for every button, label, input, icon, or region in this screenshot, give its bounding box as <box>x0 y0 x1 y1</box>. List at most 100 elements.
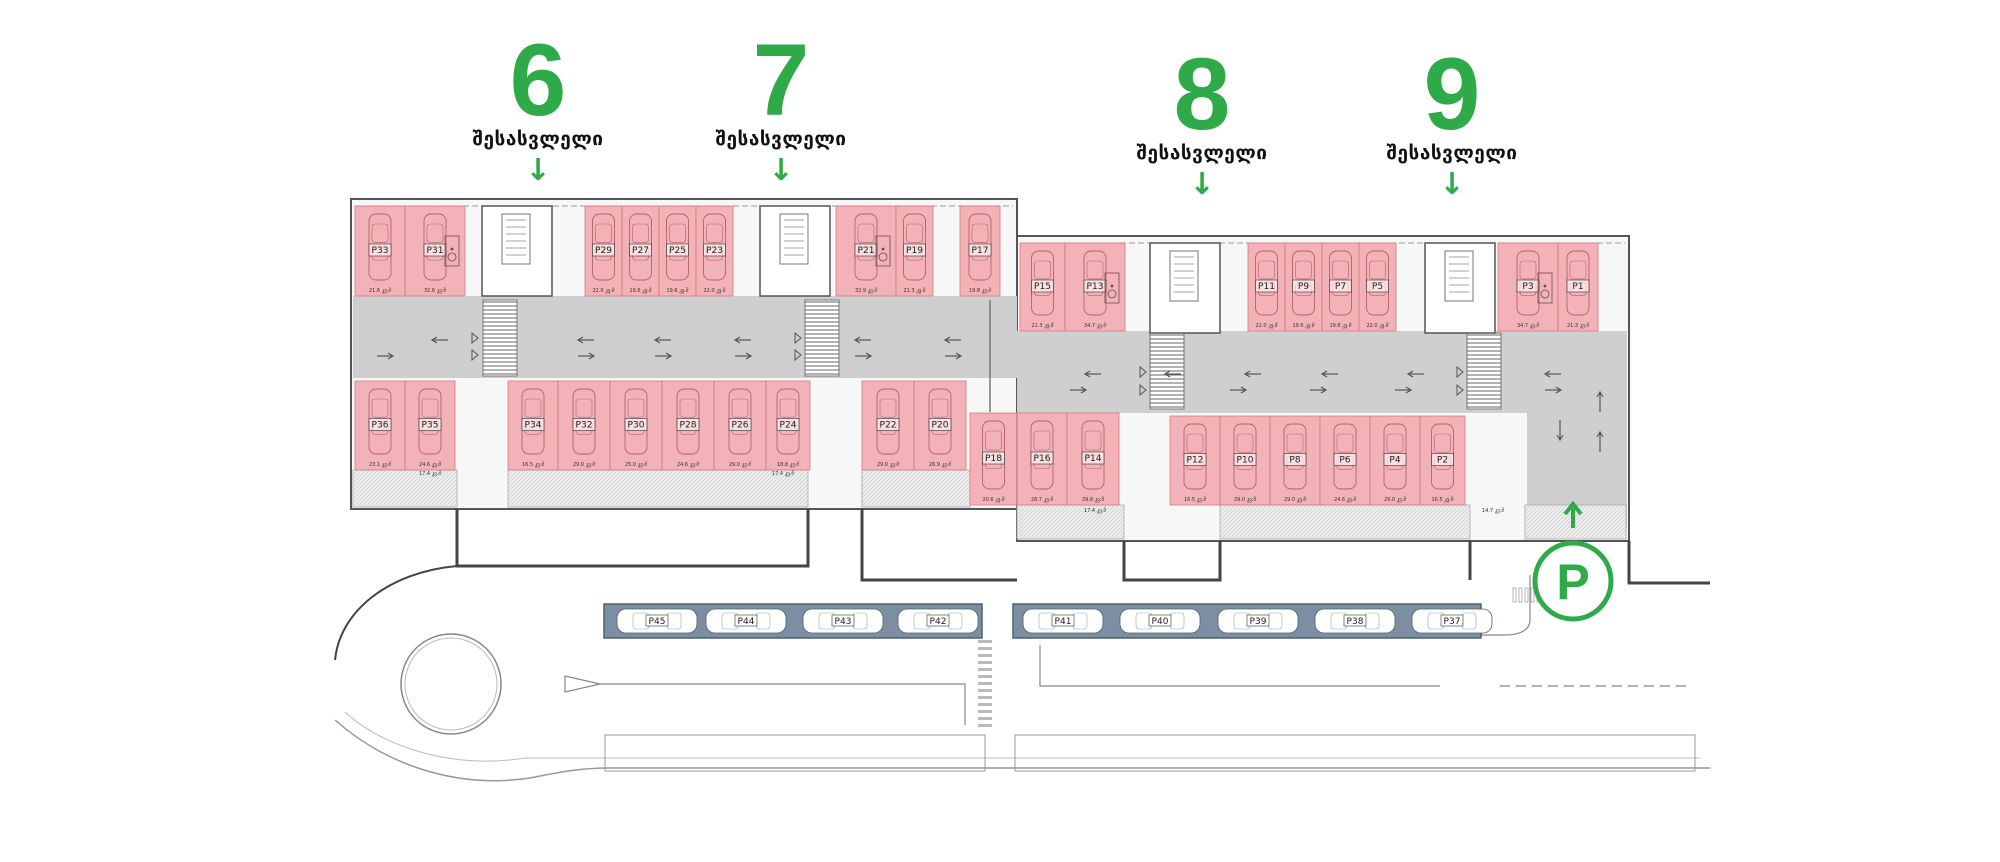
spot-label: P8 <box>1289 456 1300 466</box>
spot-label: P33 <box>372 246 389 256</box>
spot-label: P4 <box>1389 456 1400 466</box>
wheelchair-icon <box>1537 272 1553 304</box>
street-spot-label: P39 <box>1250 617 1267 627</box>
spot-area: 21.6 კვ.მ <box>369 287 391 294</box>
storage-strips <box>352 469 1627 540</box>
left-arrow-icon <box>1083 370 1101 378</box>
parking-spot-p4: P4 29.0 კვ.მ <box>1369 415 1421 506</box>
left-arrow-icon <box>430 336 448 344</box>
entrance-label: შესასვლელი <box>472 128 604 150</box>
spot-label: P35 <box>422 421 439 431</box>
parking-spot-p9: P9 19.6 კვ.მ <box>1284 242 1323 332</box>
right-arrow-icon <box>735 352 753 360</box>
left-arrow-icon <box>576 336 594 344</box>
up-arrow-icon <box>1596 430 1604 452</box>
triangle-marker-icon <box>471 331 479 345</box>
street-spot-p45: P45 <box>616 608 698 634</box>
spot-label: P6 <box>1339 456 1350 466</box>
spot-area: 34.7 კვ.მ <box>1517 322 1539 329</box>
storage-area-label: 17.4 კვ.მ <box>1084 507 1106 514</box>
spot-label: P9 <box>1298 282 1309 292</box>
entrance-label: შესასვლელი <box>715 128 847 150</box>
right-arrow-icon <box>1230 386 1248 394</box>
left-arrow-icon <box>853 336 871 344</box>
spot-area: 20.6 კვ.მ <box>982 496 1004 503</box>
street-spot-p43: P43 <box>802 608 884 634</box>
spot-area: 16.5 კვ.მ <box>1431 496 1453 503</box>
spot-label: P31 <box>427 246 444 256</box>
triangle-marker-icon <box>794 348 802 362</box>
parking-spot-p33: P33 21.6 კვ.მ <box>354 205 406 297</box>
stair-core <box>1149 242 1221 334</box>
triangle-marker-icon <box>794 331 802 345</box>
entrance-number: 8 <box>1173 37 1231 151</box>
driving-aisles <box>353 296 1627 528</box>
storage-area-label: 14.7 კვ.მ <box>1482 507 1504 514</box>
entrance-label: შესასვლელი <box>1136 142 1268 164</box>
spot-area: 16.5 კვ.მ <box>1184 496 1206 503</box>
spot-area: 22.0 კვ.მ <box>592 287 614 294</box>
spot-label: P22 <box>880 421 897 431</box>
spot-area: 19.8 კვ.მ <box>969 287 991 294</box>
storage-area-label: 17.4 კვ.მ <box>772 470 794 477</box>
spot-area: 22.0 კვ.მ <box>703 287 725 294</box>
spot-label: P17 <box>972 246 989 256</box>
spot-area: 19.6 კვ.მ <box>666 287 688 294</box>
spot-label: P27 <box>632 246 649 256</box>
spot-area: 29.0 კვ.მ <box>1384 496 1406 503</box>
right-arrow-icon <box>1070 386 1088 394</box>
street-spot-p42: P42 <box>897 608 979 634</box>
spot-label: P1 <box>1572 282 1583 292</box>
stair-ramp <box>1466 332 1502 410</box>
street-spot-label: P41 <box>1055 617 1072 627</box>
wheelchair-icon <box>875 235 891 267</box>
up-arrow-icon <box>1563 500 1583 528</box>
spot-area: 19.6 კვ.მ <box>629 287 651 294</box>
street-spot-label: P44 <box>738 617 755 627</box>
entrance-9: 9 შესასვლელი ↓ <box>1352 43 1552 200</box>
triangle-marker-icon <box>1139 383 1147 397</box>
street-spot-label: P43 <box>835 617 852 627</box>
entrance-8: 8 შესასვლელი ↓ <box>1102 37 1302 200</box>
street-spot-label: P40 <box>1152 617 1169 627</box>
parking-spot-p23: P23 22.0 კვ.მ <box>695 205 734 297</box>
parking-spot-p27: P27 19.6 კვ.მ <box>621 205 660 297</box>
spot-area: 24.6 კვ.მ <box>419 461 441 468</box>
street-spot-p39: P39 <box>1217 608 1299 634</box>
spot-area: 19.6 კვ.მ <box>1292 322 1314 329</box>
spot-area: 29.0 კვ.მ <box>729 461 751 468</box>
spot-area: 19.6 კვ.მ <box>1329 322 1351 329</box>
spot-area: 32.6 კვ.მ <box>424 287 446 294</box>
spot-label: P3 <box>1522 282 1533 292</box>
spot-label: P12 <box>1187 456 1204 466</box>
spot-area: 16.5 კვ.მ <box>522 461 544 468</box>
parking-sign: P <box>1512 500 1614 622</box>
parking-spot-p3: P3 34.7 კვ.მ <box>1497 242 1559 332</box>
spot-area: 26.9 კვ.მ <box>929 461 951 468</box>
left-arrow-icon <box>1243 370 1261 378</box>
spot-label: P23 <box>706 246 723 256</box>
spot-label: P2 <box>1437 456 1448 466</box>
entrance-number: 7 <box>752 23 810 137</box>
spot-area: 29.0 კვ.მ <box>573 461 595 468</box>
street-spot-p37: P37 <box>1411 608 1493 634</box>
parking-icon <box>1532 540 1614 622</box>
spot-area: 32.9 კვ.მ <box>855 287 877 294</box>
spot-label: P24 <box>780 421 797 431</box>
spot-label: P14 <box>1085 454 1102 464</box>
spot-label: P30 <box>628 421 645 431</box>
spot-label: P19 <box>906 246 923 256</box>
